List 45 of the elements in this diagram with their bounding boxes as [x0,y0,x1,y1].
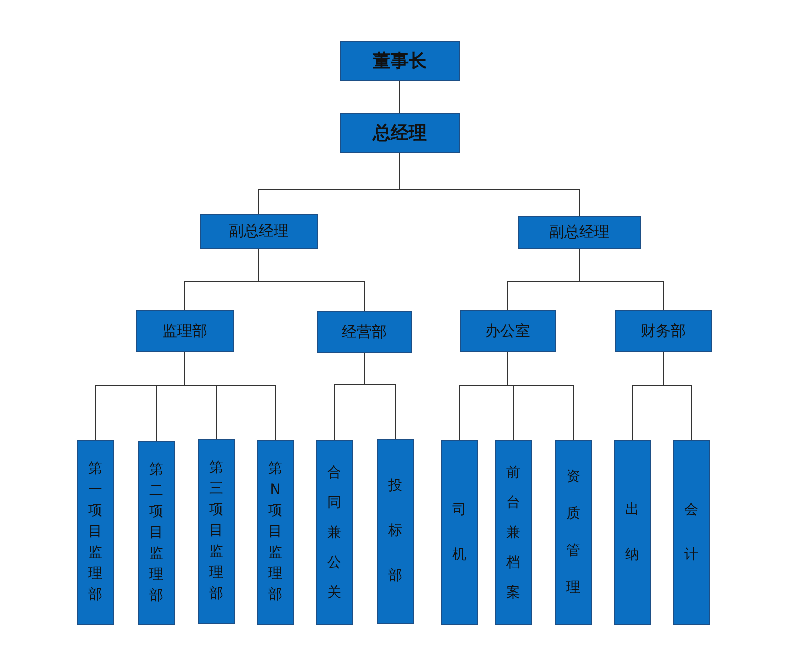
department-box [257,440,294,625]
department-box [77,440,114,625]
department-box [673,440,710,625]
connector-line [400,152,580,216]
node-label: 会计 [684,500,698,564]
node-label: 投标部 [388,477,402,586]
department-box [614,440,651,625]
department-box [555,440,592,625]
node-label: 第三项目监理部 [210,459,224,604]
connector-line [508,352,574,440]
node-label: 董事长 [373,50,427,73]
department-box [377,439,414,624]
node-label: 第二项目监理部 [150,460,164,606]
node-label: 合同兼公关 [328,464,342,602]
node-label: 副总经理 [550,223,610,242]
position-box [200,214,318,249]
position-box [340,113,460,153]
node-label: 前台兼档案 [506,464,520,602]
node-label: 第N项目监理部 [268,460,282,605]
node-label: 经营部 [342,322,387,342]
node-label: 副总经理 [229,222,289,241]
node-label: 司机 [452,500,466,564]
position-box [518,216,641,249]
department-box [198,439,235,624]
connector-line [258,248,365,312]
position-box [340,41,460,81]
department-box [316,440,353,625]
position-box [136,310,234,352]
position-box [615,310,712,352]
connector-line [663,352,692,440]
node-label: 资质管理 [566,468,580,598]
department-box [441,440,478,625]
connector-line [364,352,396,440]
connector-line [184,352,276,440]
position-box [317,311,412,353]
node-label: 监理部 [162,322,208,340]
node-label: 第一项目监理部 [88,460,102,605]
node-label: 出纳 [626,500,640,564]
node-label: 财务部 [641,322,686,340]
position-box [460,310,556,352]
department-box [495,440,532,625]
node-label: 总经理 [373,122,427,145]
department-box [138,441,175,625]
node-label: 办公室 [486,322,530,340]
connector-line [579,248,664,310]
